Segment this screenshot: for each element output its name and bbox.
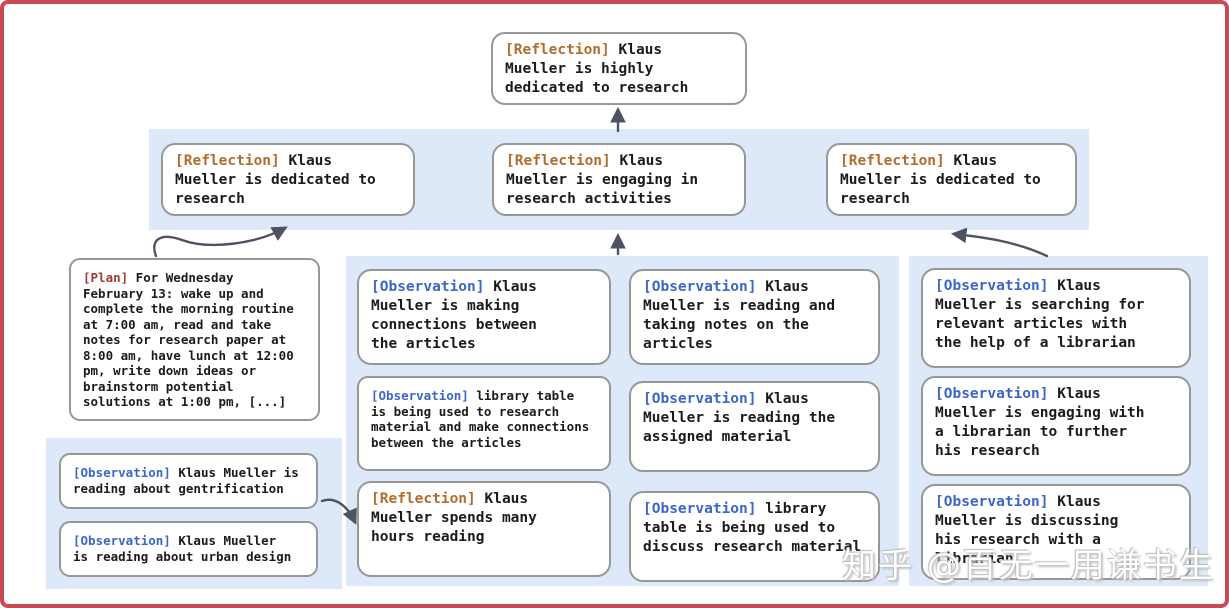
observation-tag: [Observation]: [73, 465, 171, 480]
observation-tag: [Observation]: [73, 533, 171, 548]
observation-tag: [Observation]: [643, 501, 757, 517]
node-root-reflection: [Reflection] Klaus Mueller is highly ded…: [491, 32, 747, 105]
zhihu-watermark: 知乎 @百无一用谦书生: [842, 546, 1215, 586]
observation-tag: [Observation]: [371, 279, 485, 295]
reflection-tag: [Reflection]: [371, 491, 476, 507]
observation-tag: [Observation]: [935, 494, 1049, 510]
node-text: Klaus Mueller is reading the assigned ma…: [643, 391, 836, 445]
node-level2-middle: [Reflection] Klaus Mueller is engaging i…: [492, 143, 746, 216]
node-obs-library-table-discuss: [Observation] library table is being use…: [629, 491, 880, 582]
node-level2-left: [Reflection] Klaus Mueller is dedicated …: [161, 143, 415, 216]
observation-tag: [Observation]: [935, 386, 1049, 402]
plan-tag: [Plan]: [83, 270, 129, 285]
reflection-tag: [Reflection]: [505, 42, 610, 58]
node-text: Klaus Mueller is reading and taking note…: [643, 279, 836, 352]
reflection-tag: [Reflection]: [175, 153, 280, 169]
observation-tag: [Observation]: [643, 391, 757, 407]
node-obs-engaging-librarian: [Observation] Klaus Mueller is engaging …: [921, 376, 1191, 476]
node-text: Klaus Mueller is reading about urban des…: [73, 533, 292, 564]
observation-tag: [Observation]: [643, 279, 757, 295]
reflection-tag: [Reflection]: [840, 153, 945, 169]
node-obs-taking-notes: [Observation] Klaus Mueller is reading a…: [629, 269, 880, 365]
node-text: Klaus Mueller is searching for relevant …: [935, 278, 1145, 351]
node-text: Klaus Mueller is dedicated to research: [840, 153, 1041, 207]
node-text: Klaus Mueller is discussing his research…: [935, 494, 1119, 567]
node-text: Klaus Mueller spends many hours reading: [371, 491, 537, 545]
node-obs-gentrification: [Observation] Klaus Mueller is reading a…: [59, 453, 318, 509]
observation-tag: [Observation]: [371, 388, 469, 403]
node-reflection-hours-reading: [Reflection] Klaus Mueller spends many h…: [357, 481, 611, 577]
node-text: For Wednesday February 13: wake up and c…: [83, 270, 294, 409]
node-text: Klaus Mueller is highly dedicated to res…: [505, 42, 689, 96]
arrow-right-panel-to-right-reflection: [950, 227, 1049, 258]
arrow-plan-to-left-reflection: [153, 226, 288, 258]
node-text: Klaus Mueller is making connections betw…: [371, 279, 537, 352]
node-text: Klaus Mueller is engaging in research ac…: [506, 153, 699, 207]
node-obs-discussing-research: [Observation] Klaus Mueller is discussin…: [921, 484, 1191, 580]
node-text: Klaus Mueller is reading about gentrific…: [73, 465, 299, 496]
node-obs-making-connections: [Observation] Klaus Mueller is making co…: [357, 269, 611, 365]
node-text: library table is being used to research …: [371, 388, 590, 450]
node-obs-assigned-material: [Observation] Klaus Mueller is reading t…: [629, 381, 880, 472]
node-text: Klaus Mueller is dedicated to research: [175, 153, 376, 207]
reflection-tag: [Reflection]: [506, 153, 611, 169]
node-text: Klaus Mueller is engaging with a librari…: [935, 386, 1145, 459]
node-level2-right: [Reflection] Klaus Mueller is dedicated …: [826, 143, 1077, 216]
node-obs-library-table-research: [Observation] library table is being use…: [357, 376, 611, 471]
observation-tag: [Observation]: [935, 278, 1049, 294]
node-obs-urban-design: [Observation] Klaus Mueller is reading a…: [59, 521, 318, 577]
node-text: library table is being used to discuss r…: [643, 501, 862, 555]
node-obs-searching-articles: [Observation] Klaus Mueller is searching…: [921, 268, 1191, 368]
node-plan: [Plan] For Wednesday February 13: wake u…: [69, 258, 320, 421]
